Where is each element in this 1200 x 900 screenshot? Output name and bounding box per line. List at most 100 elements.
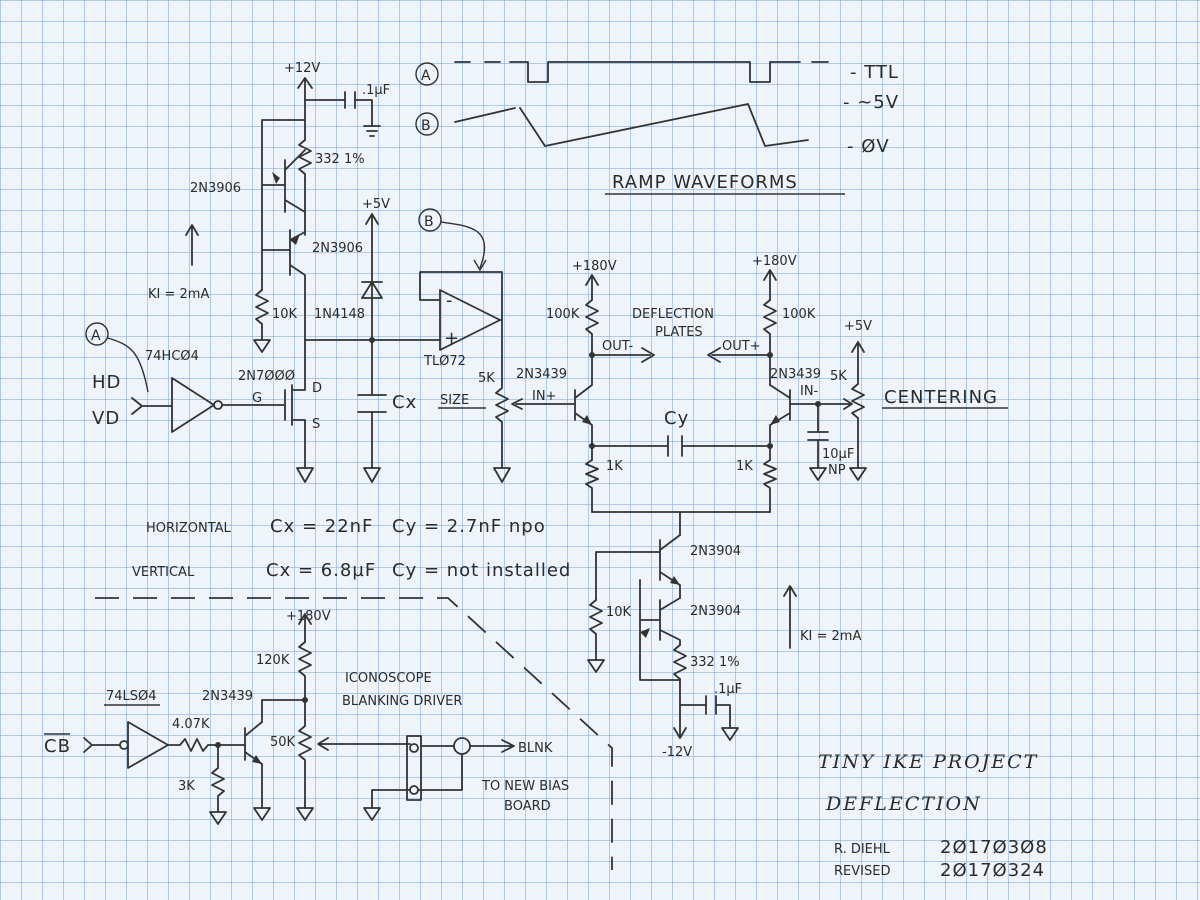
resistor-100k-right-value: 100K <box>782 307 816 322</box>
input-wires <box>131 397 173 415</box>
resistor-332-tail-value: 332 1% <box>690 655 740 670</box>
transistor-2n3439-left <box>574 344 593 461</box>
blanking-title-1: ICONOSCOPE <box>345 671 432 686</box>
supply-minus12: -12V <box>662 745 692 760</box>
cap-cy <box>667 435 683 457</box>
bypass-cap-plus12 <box>344 91 356 109</box>
cap-10uf-value: 10µF <box>822 447 854 462</box>
transistor-2n3439-blank <box>244 721 263 809</box>
author-name: R. DIEHL <box>834 842 891 857</box>
supply-plus180-right: +180V <box>752 254 797 269</box>
plus5-arrow <box>365 213 379 241</box>
input-a-leader <box>107 337 149 393</box>
opamp-feedback <box>419 271 503 383</box>
resistor-332-value: 332 1% <box>315 152 365 167</box>
out-plus-label: OUT+ <box>722 339 761 354</box>
collector-wire <box>261 699 306 723</box>
supply-plus180-blank: +180V <box>286 609 331 624</box>
opamp-b-leader <box>440 221 487 272</box>
transistor-2n3904-bottom-label: 2N3904 <box>690 604 741 619</box>
size-pot-value: 5K <box>478 371 495 386</box>
pot-50k-wiper <box>317 737 411 751</box>
ground-tail-bias <box>587 659 605 673</box>
minus12-arrow <box>673 719 687 739</box>
emitter-node-left <box>589 443 595 449</box>
waveform-a-marker: A <box>421 68 431 84</box>
transistor-2n3906-bottom-arrow <box>290 234 300 245</box>
resistor-10k-tail <box>589 599 603 661</box>
waveforms-title: RAMP WAVEFORMS <box>612 172 798 193</box>
level-0v: - ØV <box>847 136 890 157</box>
opamp-plus: + <box>444 328 460 349</box>
fet-drain: D <box>312 381 322 396</box>
fet-gate: G <box>252 391 262 406</box>
resistor-100k-left <box>585 299 599 346</box>
cap-cx <box>357 394 387 413</box>
out-plus-wire <box>707 347 771 363</box>
resistor-3k-value: 3K <box>178 779 195 794</box>
ground-10uf <box>809 467 827 481</box>
resistor-100k-right <box>763 299 777 386</box>
tail-cap <box>705 695 717 715</box>
diode-1n4148 <box>361 281 383 299</box>
title-block: TINY IKE PROJECT DEFLECTION R. DIEHL 2Ø1… <box>818 751 1047 881</box>
transistor-2n3439-left-arrow <box>582 415 592 425</box>
supply-plus180-left: +180V <box>572 259 617 274</box>
bias-board-note-2: BOARD <box>504 799 551 814</box>
ramp-input-a: A <box>91 328 101 344</box>
resistor-4k07-value: 4.07K <box>172 717 210 732</box>
plus5-center-arrow <box>851 341 865 376</box>
plus180-left-arrow <box>585 274 599 301</box>
centering-pot-wiper <box>841 398 853 410</box>
ground-bias <box>253 339 271 353</box>
level-5v: - ~5V <box>843 92 899 113</box>
transistor-2n3439-right-arrow <box>770 415 780 425</box>
cap-cy-label: Cy <box>664 408 689 429</box>
tail-cap-wire <box>679 704 731 729</box>
ground-plus12-cap <box>363 125 381 137</box>
transistor-2n3906-top-label: 2N3906 <box>190 181 241 196</box>
ki-left: KI = 2mA <box>148 287 209 302</box>
ramp-node-dot <box>369 337 375 343</box>
opamp-minus: - <box>446 290 454 311</box>
fet-label: 2N7ØØØ <box>238 369 295 384</box>
size-pot-wiper <box>511 398 546 410</box>
resistor-10k-tail-value: 10K <box>606 605 632 620</box>
opamp-b-circle <box>418 208 442 232</box>
gate-74hc04-bubble <box>213 400 223 410</box>
blank-input-wire <box>83 737 121 753</box>
transistor-blank-arrow <box>252 755 262 764</box>
blnk-terminal <box>453 737 471 755</box>
resistor-4k07 <box>167 738 246 752</box>
out-minus-label: OUT- <box>602 339 633 354</box>
collector-node <box>302 697 308 703</box>
values-vertical-cy: Cy = not installed <box>392 560 571 581</box>
opamp-tl072 <box>439 289 501 351</box>
blnk-output-wire <box>420 739 515 753</box>
resistor-332 <box>298 139 312 181</box>
ground-coax <box>363 807 381 821</box>
ground-blank-emitter <box>253 807 271 821</box>
transistor-2n3906-bottom <box>289 229 306 341</box>
resistor-1k-right <box>763 459 777 513</box>
waveform-b-marker: B <box>421 118 431 134</box>
transistor-2n3906-bottom-label: 2N3906 <box>312 241 363 256</box>
pot-50k-value: 50K <box>270 735 296 750</box>
sheet-title: DEFLECTION <box>825 793 982 815</box>
plus12-rail <box>304 99 373 127</box>
cap-10uf-np <box>807 431 829 469</box>
gate-74ls04 <box>127 721 169 769</box>
level-ttl: - TTL <box>850 62 899 83</box>
coax-shield-wire <box>371 754 463 809</box>
project-title: TINY IKE PROJECT <box>818 751 1038 773</box>
ki-arrow-left <box>185 224 199 266</box>
transistor-2n3904-top-label: 2N3904 <box>690 544 741 559</box>
diode-1n4148-label: 1N4148 <box>314 307 365 322</box>
input-vd: VD <box>92 408 120 429</box>
gate-74hc04 <box>171 377 215 433</box>
ground-tail-cap <box>721 727 739 741</box>
coax-connector <box>406 735 422 801</box>
values-vertical-cx: Cx = 6.8µF <box>266 560 376 581</box>
blanking-title-2: BLANKING DRIVER <box>342 694 462 709</box>
gate-74ls04-label: 74LSØ4 <box>106 689 157 704</box>
